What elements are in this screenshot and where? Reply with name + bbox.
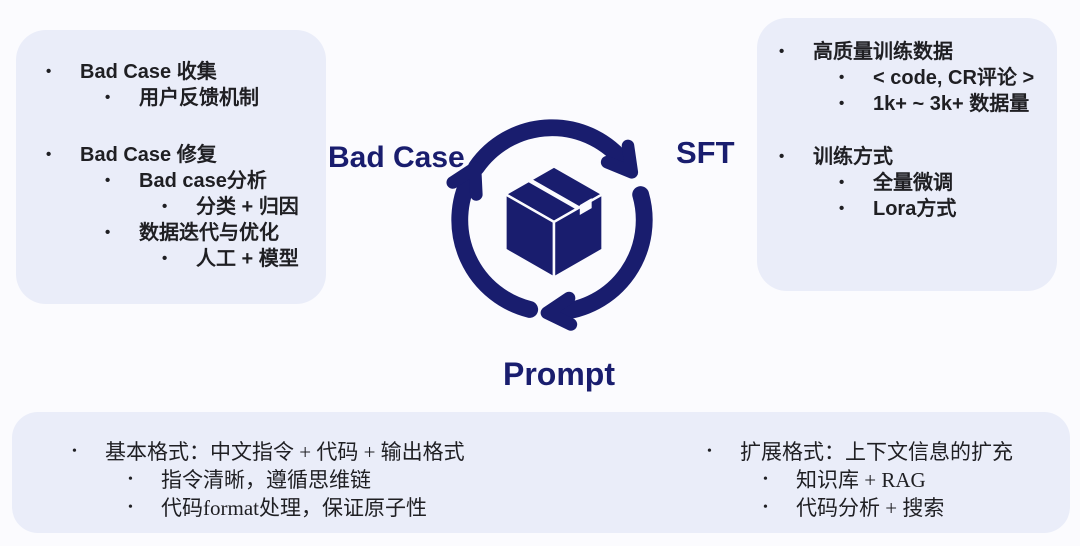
list-item: < code, CR评论 > [757, 65, 1057, 91]
cycle-arrow-right [540, 186, 653, 331]
list-item-text: 基本格式：中文指令 + 代码 + 输出格式 [105, 440, 465, 464]
list-item-text: 数据迭代与优化 [139, 222, 279, 244]
bad-case-panel: Bad Case 收集 用户反馈机制 Bad Case 修复 Bad case分… [16, 30, 326, 304]
bullet-icon [779, 144, 813, 170]
list-item-text: Bad case分析 [139, 170, 267, 192]
list-item-text: Bad Case 收集 [80, 61, 217, 83]
bullet-icon [128, 494, 161, 522]
list-item: 代码分析 + 搜索 [707, 494, 1013, 522]
prompt-extended-column: 扩展格式：上下文信息的扩充 知识库 + RAG 代码分析 + 搜索 [707, 438, 1013, 522]
list-item-text: 人工 + 模型 [196, 248, 299, 270]
cycle-label-prompt: Prompt [503, 356, 615, 392]
bullet-icon [763, 494, 796, 522]
bullet-icon [707, 438, 740, 466]
list-item-text: 指令清晰，遵循思维链 [161, 468, 371, 492]
list-item-text: 扩展格式：上下文信息的扩充 [740, 440, 1013, 464]
bullet-icon [46, 142, 80, 168]
list-item-text: < code, CR评论 > [873, 67, 1035, 89]
bullet-icon [105, 168, 139, 194]
list-item-text: 代码分析 + 搜索 [796, 496, 945, 520]
prompt-basic-column: 基本格式：中文指令 + 代码 + 输出格式 指令清晰，遵循思维链 代码forma… [72, 438, 465, 522]
bullet-icon [839, 65, 873, 91]
list-item-text: 全量微调 [873, 172, 953, 194]
list-item: 数据迭代与优化 [16, 220, 326, 246]
package-box-icon [504, 165, 604, 279]
prompt-panel: 基本格式：中文指令 + 代码 + 输出格式 指令清晰，遵循思维链 代码forma… [12, 412, 1070, 533]
bullet-icon [839, 196, 873, 222]
list-item: Bad Case 收集 [16, 59, 326, 85]
list-item: 代码format处理，保证原子性 [72, 494, 465, 522]
list-item: 人工 + 模型 [16, 246, 326, 272]
list-item: 训练方式 [757, 144, 1057, 170]
bullet-icon [779, 39, 813, 65]
package-box-circular-arrows-icon [446, 119, 653, 331]
bullet-icon [763, 466, 796, 494]
list-item: 知识库 + RAG [707, 466, 1013, 494]
bullet-icon [128, 466, 161, 494]
bullet-icon [46, 59, 80, 85]
bullet-icon [105, 220, 139, 246]
list-item-text: 用户反馈机制 [139, 87, 259, 109]
list-item-text: 训练方式 [813, 146, 893, 168]
cycle-label-sft: SFT [676, 135, 735, 170]
list-item: Bad case分析 [16, 168, 326, 194]
list-item: Lora方式 [757, 196, 1057, 222]
list-item: 全量微调 [757, 170, 1057, 196]
list-item-text: Bad Case 修复 [80, 144, 217, 166]
list-item: 基本格式：中文指令 + 代码 + 输出格式 [72, 438, 465, 466]
list-item-text: 1k+ ~ 3k+ 数据量 [873, 93, 1030, 115]
list-item: 1k+ ~ 3k+ 数据量 [757, 91, 1057, 117]
sft-panel: 高质量训练数据 < code, CR评论 > 1k+ ~ 3k+ 数据量 训练方… [757, 18, 1057, 291]
list-item: 高质量训练数据 [757, 39, 1057, 65]
bullet-icon [839, 91, 873, 117]
box-tape-seam [528, 178, 580, 211]
list-item-text: 高质量训练数据 [813, 41, 953, 63]
list-item-text: Lora方式 [873, 198, 957, 220]
bullet-icon [839, 170, 873, 196]
cycle-label-bad-case: Bad Case [328, 141, 465, 174]
box-label [579, 198, 592, 216]
bullet-icon [162, 194, 196, 220]
list-item: 用户反馈机制 [16, 85, 326, 111]
list-item: Bad Case 修复 [16, 142, 326, 168]
bullet-icon [162, 246, 196, 272]
list-item: 扩展格式：上下文信息的扩充 [707, 438, 1013, 466]
list-item-text: 代码format处理，保证原子性 [161, 496, 427, 520]
cycle-arrow-top [468, 119, 639, 179]
bullet-icon [105, 85, 139, 111]
bullet-icon [72, 438, 105, 466]
list-item: 指令清晰，遵循思维链 [72, 466, 465, 494]
list-item: 分类 + 归因 [16, 194, 326, 220]
cycle-arrow-left [446, 161, 539, 318]
list-item-text: 知识库 + RAG [796, 468, 926, 492]
list-item-text: 分类 + 归因 [196, 196, 299, 218]
